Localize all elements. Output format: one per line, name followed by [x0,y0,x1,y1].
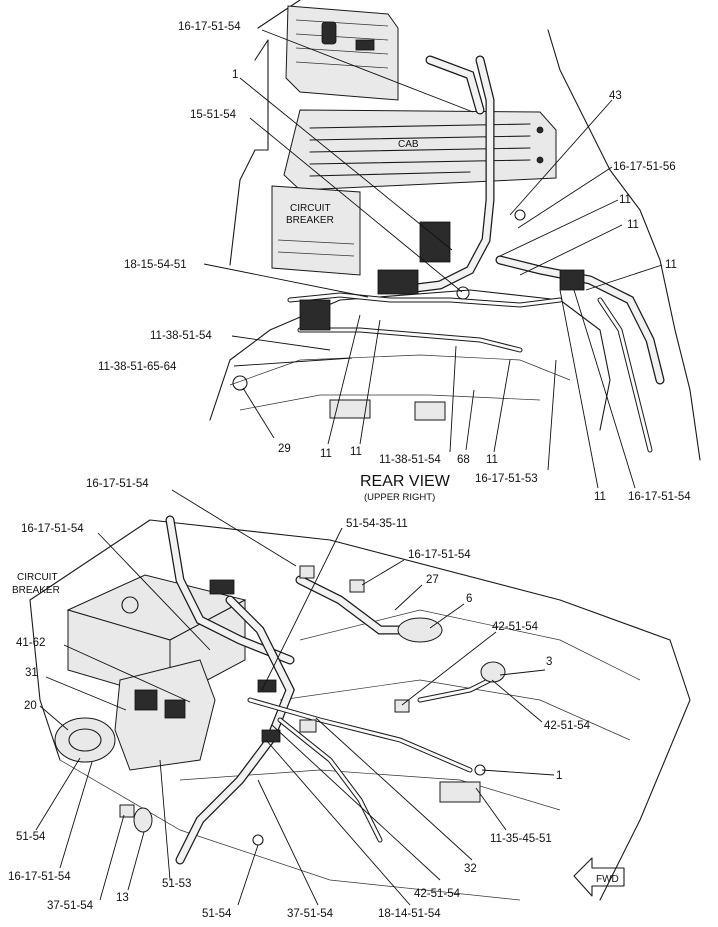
rear-view-leader-lines [203,29,663,489]
callout: 11 [350,446,362,458]
callout: 11-38-51-54 [379,454,441,466]
callout: 11 [320,448,332,460]
callout: 51-54-35-11 [346,518,408,530]
callout: 11-35-45-51 [490,833,552,845]
callout: 27 [426,574,439,586]
callout: 20 [24,700,37,712]
callout: 42-51-54 [544,720,591,732]
ecu-box [285,5,399,101]
callout: 11 [486,454,498,466]
callout: 11 [665,259,677,271]
callout: 42-51-54 [492,621,539,633]
callout: 13 [116,892,129,904]
isometric-callouts: 16-17-51-54 16-17-51-54 51-54-35-11 16-1… [8,478,591,920]
callout: 16-17-51-53 [475,473,538,485]
cab-louver-panel [283,109,557,191]
rear-view-subheading: (UPPER RIGHT) [364,492,435,503]
callout: 15-51-54 [190,109,237,121]
top-cab-label: CAB [398,139,419,150]
callout: 16-17-51-54 [21,523,84,535]
callout: 68 [457,454,470,466]
callout: 37-51-54 [47,900,94,912]
fwd-label: FWD [596,874,619,885]
callout: 51-54 [202,908,232,920]
callout: 43 [609,90,622,102]
callout: 37-51-54 [287,908,334,920]
callout: 42-51-54 [414,888,461,900]
isometric-view-illustration [29,515,691,901]
rear-view-heading: REAR VIEW [360,473,451,490]
callout: 16-17-51-54 [178,21,241,33]
top-circuit-breaker [271,185,361,276]
callout: 41-62 [16,637,45,649]
bottom-breaker-label-line1: CIRCUIT [17,572,58,583]
callout: 3 [546,656,552,668]
top-breaker-label-line2: BREAKER [286,215,334,226]
callout: 1 [232,69,238,81]
callout: 16-17-51-54 [8,871,71,883]
valve-block [114,659,216,771]
pulley [54,717,116,763]
callout: 32 [464,863,477,875]
isometric-leader-lines [35,489,555,906]
callout: 1 [556,770,562,782]
callout: 51-53 [162,878,191,890]
callout: 16-17-51-54 [86,478,149,490]
rear-view-callouts: 16-17-51-54 1 15-51-54 43 16-17-51-56 11… [98,21,691,503]
callout: 18-14-51-54 [378,908,441,920]
callout: 11 [627,219,639,231]
callout: 29 [278,443,291,455]
top-breaker-label-line1: CIRCUIT [290,203,331,214]
callout: 31 [25,667,38,679]
callout: 18-15-54-51 [124,259,187,271]
callout: 11-38-51-54 [150,330,212,342]
callout: 16-17-51-56 [613,161,676,173]
callout: 6 [466,593,472,605]
callout: 11-38-51-65-64 [98,361,177,373]
callout: 11 [619,194,631,206]
callout: 16-17-51-54 [628,491,691,503]
bottom-breaker-label-line2: BREAKER [12,585,60,596]
callout: 51-54 [16,831,46,843]
callout: 16-17-51-54 [408,549,471,561]
forward-arrow: FWD [573,857,625,897]
callout: 11 [594,491,606,503]
rear-view-illustration [209,0,701,461]
